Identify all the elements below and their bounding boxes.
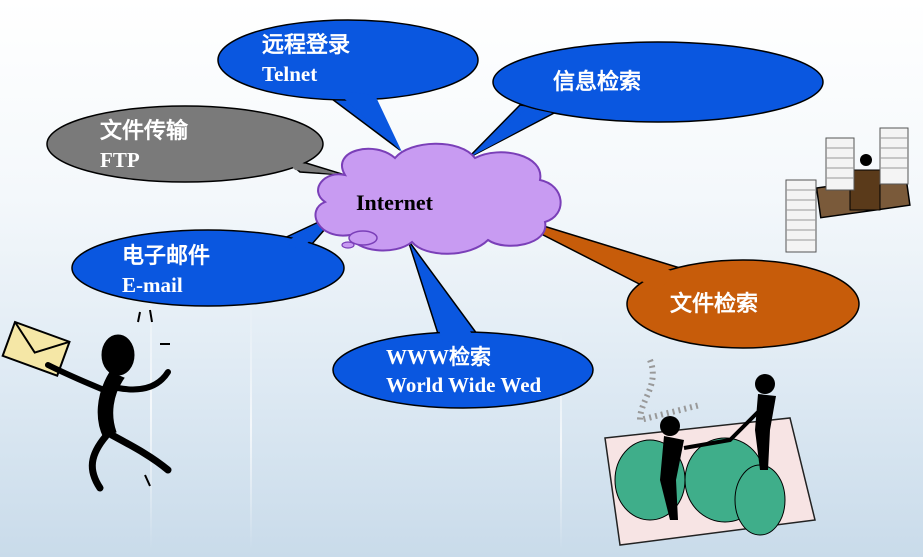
www-label-en: World Wide Wed	[386, 373, 542, 397]
info-retrieval-label: 信息检索	[553, 70, 642, 95]
telnet-bubble	[217, 19, 479, 152]
person-running-icon	[45, 309, 172, 492]
www-label-cn: WWW检索	[386, 345, 491, 369]
ftp-bubble	[46, 105, 346, 183]
www-bubble	[332, 239, 594, 409]
info-retrieval-bubble	[467, 41, 824, 159]
background-streak	[250, 300, 252, 550]
ftp-label-en: FTP	[100, 148, 140, 172]
office-paper-stacks-icon	[785, 127, 911, 253]
www-label: WWW检索 World Wide Wed	[386, 343, 541, 399]
background-streak	[560, 330, 562, 550]
email-label-en: E-mail	[122, 273, 183, 297]
email-label: 电子邮件 E-mail	[122, 243, 210, 299]
ftp-label: 文件传输 FTP	[100, 118, 188, 174]
people-on-world-map-icon	[604, 358, 816, 546]
internet-cloud	[314, 142, 562, 255]
background-streak	[150, 260, 152, 550]
email-label-cn: 电子邮件	[122, 244, 211, 269]
internet-label: Internet	[356, 190, 433, 215]
telnet-label: 远程登录 Telnet	[262, 32, 350, 88]
telnet-label-en: Telnet	[262, 62, 318, 86]
envelope-icon	[1, 320, 71, 377]
telnet-label-cn: 远程登录	[262, 33, 351, 58]
ftp-label-cn: 文件传输	[100, 119, 189, 144]
file-retrieval-label: 文件检索	[670, 292, 759, 317]
